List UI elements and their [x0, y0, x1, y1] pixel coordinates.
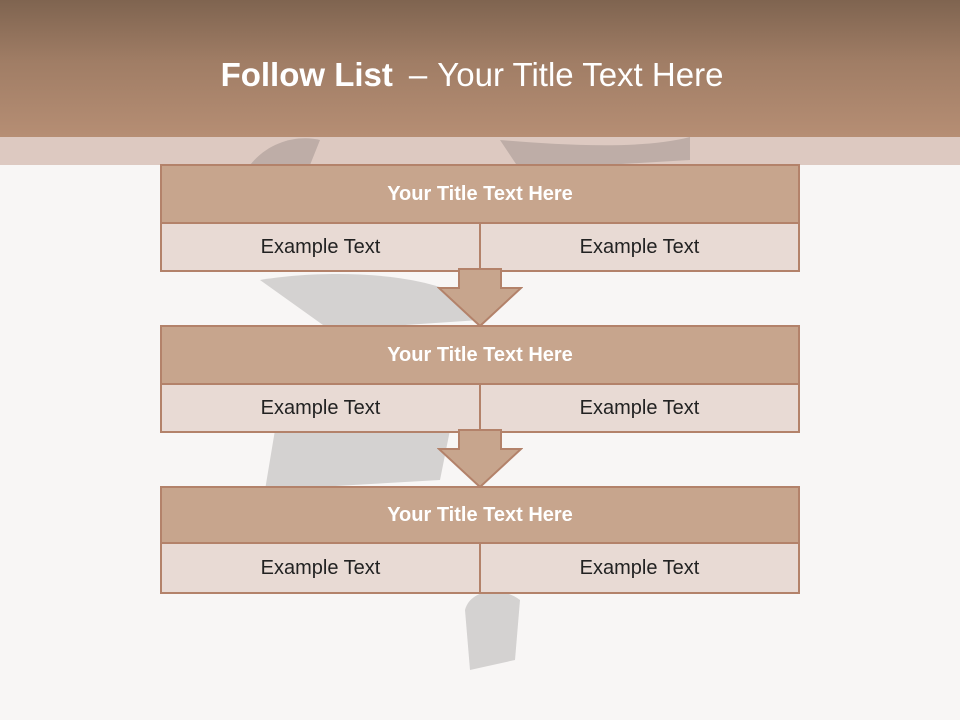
step-box-3: Your Title Text Here Example Text Exampl…	[160, 486, 800, 594]
slide-title-rest: Your Title Text Here	[437, 56, 724, 93]
down-arrow-icon	[437, 429, 523, 489]
step-right-text: Example Text	[479, 544, 798, 592]
slide-title-bold: Follow List	[220, 56, 393, 93]
slide-title-separator: –	[408, 56, 428, 93]
step-right-text: Example Text	[479, 385, 798, 431]
step-title: Your Title Text Here	[162, 166, 798, 224]
step-box-2: Your Title Text Here Example Text Exampl…	[160, 325, 800, 433]
step-title: Your Title Text Here	[162, 327, 798, 385]
step-row: Example Text Example Text	[162, 224, 798, 270]
step-title: Your Title Text Here	[162, 488, 798, 544]
step-row: Example Text Example Text	[162, 544, 798, 592]
step-row: Example Text Example Text	[162, 385, 798, 431]
step-left-text: Example Text	[162, 224, 479, 270]
header-strip	[0, 137, 960, 165]
down-arrow-icon	[437, 268, 523, 328]
step-left-text: Example Text	[162, 385, 479, 431]
header-band	[0, 0, 960, 137]
step-left-text: Example Text	[162, 544, 479, 592]
step-right-text: Example Text	[479, 224, 798, 270]
step-box-1: Your Title Text Here Example Text Exampl…	[160, 164, 800, 272]
slide-title: Follow List–Your Title Text Here	[0, 52, 944, 98]
